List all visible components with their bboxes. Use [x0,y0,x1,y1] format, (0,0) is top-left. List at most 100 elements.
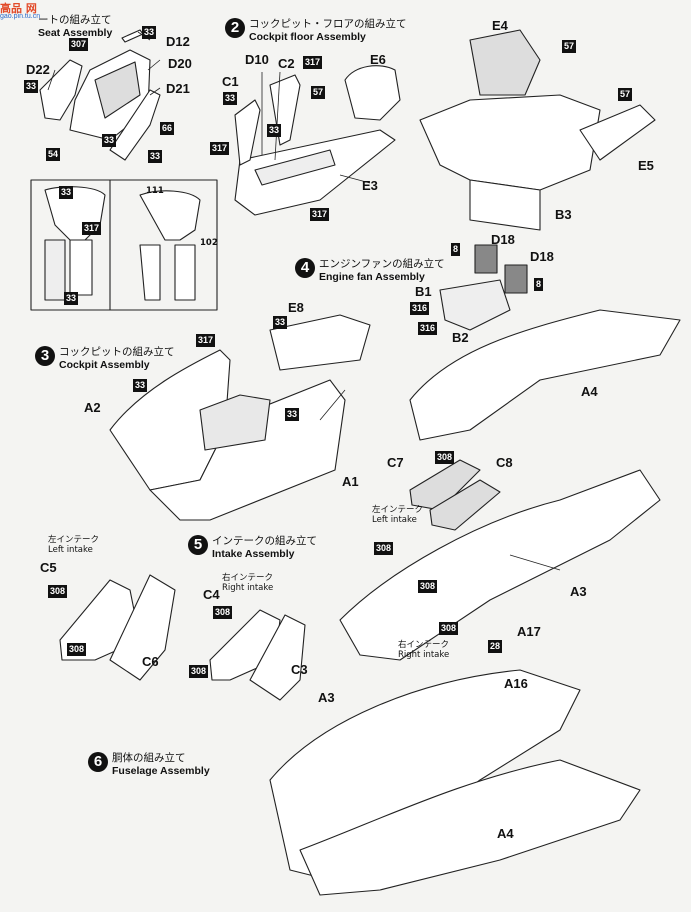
decal-number-111: 111 [146,186,164,196]
step-6-number: 6 [88,752,108,772]
paint-code: 316 [418,322,438,335]
paint-code: 33 [142,26,157,39]
paint-code: 317 [82,222,102,235]
seat-d12-part [121,29,144,43]
part-label-a2: A2 [84,400,101,415]
part-label-d21: D21 [166,81,190,96]
paint-code: 317 [210,142,230,155]
seat-detail-inset [30,179,218,311]
paint-code: 33 [285,408,300,421]
part-label-d18b: D18 [530,249,554,264]
part-label-c6: C6 [142,654,159,669]
part-label-d10: D10 [245,52,269,67]
left-intake-jp-2: 左インテーク [372,505,424,515]
part-label-e8: E8 [288,300,304,315]
panel-e5-part [579,104,656,161]
part-label-d12: D12 [166,34,190,49]
paint-code: 33 [223,92,238,105]
cockpit-tub-b3 [419,94,601,231]
part-label-e4: E4 [492,18,508,33]
paint-code: 308 [48,585,68,598]
part-label-c2: C2 [278,56,295,71]
watermark-logo: 高品 网 [0,2,37,15]
step-2-jp: コックピット・フロアの組み立て [249,18,407,30]
step-5-number: 5 [188,535,208,555]
part-label-a4a: A4 [581,384,598,399]
right-intake-assembly [209,609,306,701]
fuselage-a3-lower [339,469,661,661]
right-intake-jp-1: 右インテーク [222,573,274,583]
paint-code: 33 [24,80,39,93]
step-5-en: Intake Assembly [212,548,295,560]
paint-code: 308 [435,451,455,464]
watermark: 高品 网 gao.pin.tu.cn [0,0,40,20]
part-label-d20: D20 [168,56,192,71]
paint-code: 308 [213,606,233,619]
paint-code: 28 [488,640,503,653]
part-label-a1: A1 [342,474,359,489]
fuselage-assembly-main [269,669,641,896]
intake-c7-c8 [409,459,501,531]
step-4-en: Engine fan Assembly [319,271,425,283]
part-label-a3a: A3 [570,584,587,599]
step-6-en: Fuselage Assembly [112,765,210,777]
part-label-d22: D22 [26,62,50,77]
part-label-b1: B1 [415,284,432,299]
fuselage-a4-upper [409,309,681,441]
left-intake-assembly [59,574,176,681]
paint-code: 33 [148,150,163,163]
paint-code: 57 [562,40,577,53]
seat-d20-part [69,49,151,141]
paint-code: 66 [160,122,175,135]
seat-e4-part [469,29,541,96]
step-5-jp: インテークの組み立て [212,535,317,547]
paint-code: 8 [534,278,544,291]
seat-panel-left [44,186,106,301]
paint-code: 316 [410,302,430,315]
step-1-jp: ートの組み立て [38,14,112,26]
paint-code: 33 [64,292,79,305]
seat-panel-right [139,190,201,301]
paint-code: 308 [189,665,209,678]
paint-code: 54 [46,148,61,161]
step-3-en: Cockpit Assembly [59,359,150,371]
cockpit-tub-insert [199,394,271,451]
step-2-number: 2 [225,18,245,38]
paint-code: 33 [59,186,74,199]
left-intake-en-2: Left intake [372,515,417,525]
paint-code: 317 [310,208,330,221]
paint-code: 308 [374,542,394,555]
part-label-a3b: A3 [318,690,335,705]
paint-code: 33 [273,316,288,329]
paint-code: 308 [418,580,438,593]
paint-code: 308 [67,643,87,656]
paint-code: 8 [451,243,461,256]
part-label-c5: C5 [40,560,57,575]
right-intake-jp-2: 右インテーク [398,640,450,650]
paint-code: 308 [439,622,459,635]
right-intake-en-2: Right intake [398,650,450,660]
part-label-b3: B3 [555,207,572,222]
part-label-c4: C4 [203,587,220,602]
seat-d21-part [109,89,161,161]
step-1-en: Seat Assembly [38,27,113,39]
paint-code: 33 [102,134,117,147]
part-label-a17: A17 [517,624,541,639]
decal-number-102: 102 [200,238,218,248]
paint-code: 307 [69,38,89,51]
cockpit-floor-e3 [234,129,396,216]
engine-fan-b1-b2 [439,279,511,331]
engine-fan-d18 [474,244,528,294]
